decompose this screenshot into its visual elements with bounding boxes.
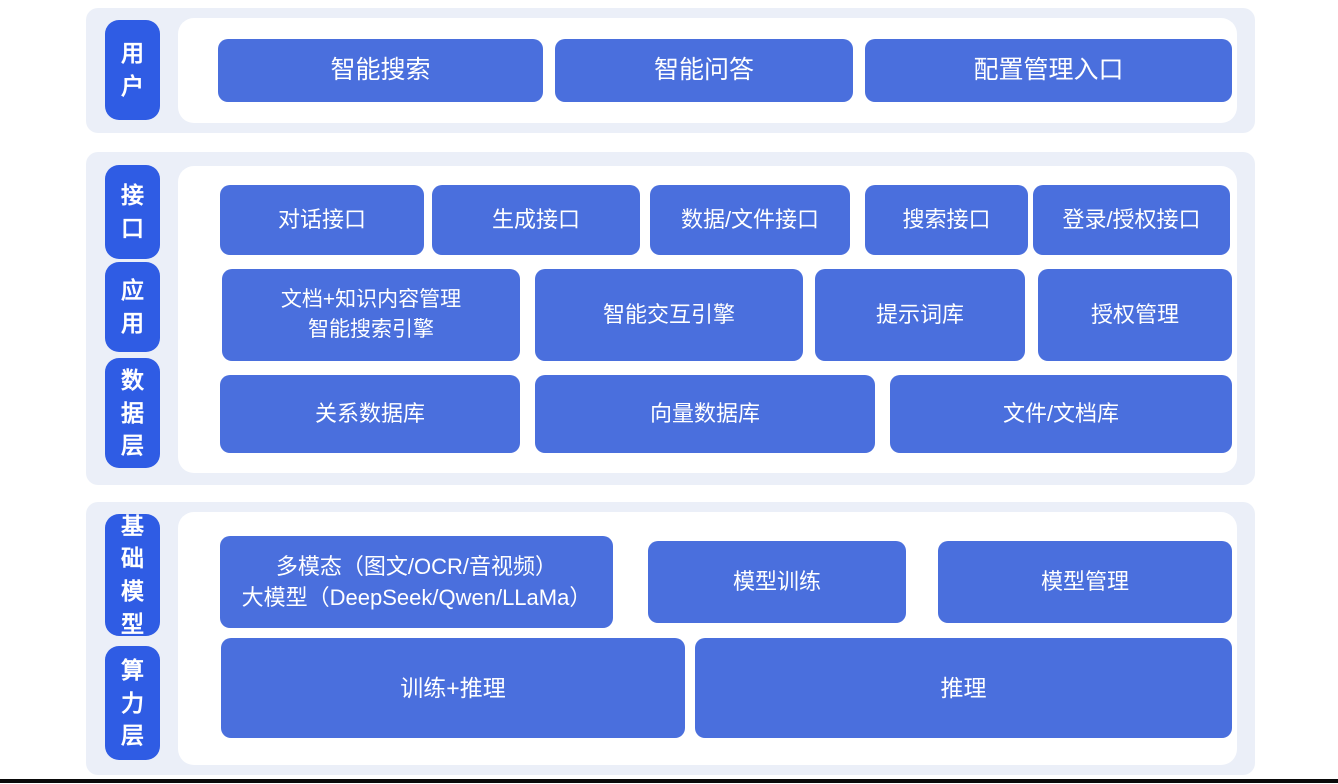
- box-multimodal-llm: 多模态（图文/OCR/音视频） 大模型（DeepSeek/Qwen/LLaMa）: [220, 536, 613, 628]
- user-layer-label-text: 用户: [120, 40, 144, 99]
- interface-layer-label: 接口: [105, 165, 160, 259]
- box-config-management-entry: 配置管理入口: [865, 39, 1232, 102]
- user-layer-band: 用户 智能搜索 智能问答 配置管理入口: [86, 8, 1255, 133]
- foundation-layers-band: 基础模型 算力层 多模态（图文/OCR/音视频） 大模型（DeepSeek/Qw…: [86, 502, 1255, 775]
- box-login-auth-api: 登录/授权接口: [1033, 185, 1230, 255]
- box-search-api: 搜索接口: [865, 185, 1028, 255]
- compute-layer-label: 算力层: [105, 646, 160, 760]
- box-file-doc-store: 文件/文档库: [890, 375, 1232, 453]
- box-model-training: 模型训练: [648, 541, 906, 623]
- box-auth-management: 授权管理: [1038, 269, 1232, 361]
- user-layer-panel: 智能搜索 智能问答 配置管理入口: [178, 18, 1237, 123]
- box-relational-db: 关系数据库: [220, 375, 520, 453]
- data-layer-label-text: 数据层: [120, 367, 144, 459]
- interface-layer-label-text: 接口: [120, 182, 144, 241]
- compute-layer-label-text: 算力层: [120, 657, 144, 749]
- box-model-management: 模型管理: [938, 541, 1232, 623]
- box-smart-interaction-engine: 智能交互引擎: [535, 269, 803, 361]
- middle-layers-panel: 对话接口 生成接口 数据/文件接口 搜索接口 登录/授权接口 文档+知识内容管理…: [178, 166, 1237, 473]
- application-layer-label: 应用: [105, 262, 160, 352]
- middle-layers-band: 接口 应用 数据层 对话接口 生成接口 数据/文件接口 搜索接口 登录/授权接口…: [86, 152, 1255, 485]
- box-inference: 推理: [695, 638, 1232, 738]
- box-vector-db: 向量数据库: [535, 375, 875, 453]
- box-data-file-api: 数据/文件接口: [650, 185, 850, 255]
- box-generation-api: 生成接口: [432, 185, 640, 255]
- box-doc-knowledge-search-engine: 文档+知识内容管理 智能搜索引擎: [222, 269, 520, 361]
- foundation-model-layer-label: 基础模型: [105, 513, 160, 637]
- box-smart-search: 智能搜索: [218, 39, 543, 102]
- foundation-layers-panel: 多模态（图文/OCR/音视频） 大模型（DeepSeek/Qwen/LLaMa）…: [178, 512, 1237, 765]
- data-layer-label: 数据层: [105, 358, 160, 468]
- box-dialog-api: 对话接口: [220, 185, 424, 255]
- bottom-divider-line: [0, 779, 1338, 783]
- box-smart-qa: 智能问答: [555, 39, 853, 102]
- foundation-model-layer-label-text: 基础模型: [120, 512, 144, 637]
- application-layer-label-text: 应用: [120, 277, 144, 336]
- box-prompt-library: 提示词库: [815, 269, 1025, 361]
- user-layer-label: 用户: [105, 20, 160, 120]
- box-training-plus-inference: 训练+推理: [221, 638, 685, 738]
